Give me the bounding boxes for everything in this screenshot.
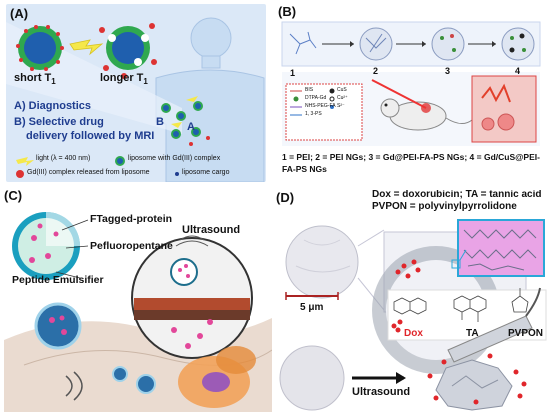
legend-s: S²⁻: [337, 103, 345, 109]
short-t1-label: short T1: [14, 72, 56, 87]
molecular-zoom-box: [457, 219, 545, 277]
marker-b: B: [156, 116, 164, 128]
emulsion-droplet: [12, 212, 80, 280]
longer-t1-label: longer T1: [100, 72, 148, 87]
step-number-2: 2: [373, 66, 379, 76]
panel-a-graphics: [6, 17, 265, 182]
panel-d: (D) Dox = doxorubicin; TA = tannic acid …: [276, 190, 548, 412]
panel-d-label: (D): [276, 190, 295, 205]
ftagged-protein-label: FTagged-protein: [90, 213, 173, 225]
ta-structure: [453, 295, 487, 322]
legend-liposome-text: liposome with Gd(III) complex: [128, 155, 221, 162]
panel-d-graphics: [279, 219, 547, 411]
intact-capsule: [279, 345, 345, 411]
ultrasound-label-d: Ultrasound: [352, 386, 411, 398]
panel-a-label: (A): [10, 6, 29, 21]
dox-label: Dox: [404, 328, 423, 339]
ta-label: TA: [466, 328, 479, 339]
legend-box: [285, 83, 363, 141]
legend-light-icon: [16, 157, 34, 166]
tumor-zoom: [471, 75, 537, 143]
panel-b-graphics: [281, 21, 541, 146]
human-body-silhouette: [155, 17, 265, 182]
mouse-illustration: [380, 98, 473, 131]
selective-drug-text-2: delivery followed by MRI: [26, 130, 155, 142]
legend-cargo-icon: [175, 172, 179, 176]
gd-nanogel: [431, 27, 465, 61]
step-number-3: 3: [445, 66, 451, 76]
scale-bar-label: 5 μm: [300, 302, 324, 313]
legend-bis: BIS: [305, 87, 314, 93]
panel-a: (A) short T1 longer T1 A) Diagnostics B)…: [6, 4, 266, 182]
pefluoropentane-label: Pefluoropentane: [90, 240, 173, 252]
panel-b-caption-1: 1 = PEI; 2 = PEI NGs; 3 = Gd@PEI-FA-PS N…: [282, 152, 540, 162]
dox-molecules-icon: [391, 319, 403, 333]
laser-beam: [371, 79, 427, 109]
pei-nanogel: [359, 27, 393, 61]
dox-ta-definition: Dox = doxorubicin; TA = tannic acid: [372, 190, 542, 200]
body-liposomes: [161, 96, 210, 146]
pvpon-definition: PVPON = polyvinylpyrrolidone: [372, 201, 517, 212]
legend-released-icon: [16, 170, 24, 178]
pvpon-structure: [511, 288, 529, 313]
ultrasound-label-c: Ultrasound: [182, 224, 241, 236]
peptide-emulsifier-label: Peptide Emulsifier: [12, 274, 104, 286]
legend-symbols: [290, 88, 335, 116]
panel-b-caption-2: FA-PS NGs: [282, 164, 327, 174]
step-number-4: 4: [515, 66, 521, 76]
gd-cus-nanogel: [501, 27, 535, 61]
legend-cu: Cu²⁺: [337, 95, 348, 101]
pvpon-label: PVPON: [508, 328, 544, 339]
ultrasound-waves-icon: [65, 371, 83, 401]
light-bolt-icon: [69, 39, 104, 56]
tissue-droplets: [34, 302, 156, 394]
liposome-longer-t1: [99, 23, 157, 79]
pei-polymer: [289, 31, 317, 55]
liposome-short-t1: [16, 25, 64, 71]
legend-ps: 1, 3-PS: [305, 111, 322, 117]
legend-nhs-peg-fa: NHS-PEG-FA: [305, 103, 336, 109]
panel-c-graphics: [4, 212, 272, 412]
panel-c: (C) FTagged-protein Pefluoropentane Pept…: [4, 190, 272, 412]
panel-c-label: (C): [4, 190, 23, 203]
ruptured-capsule: [427, 353, 527, 411]
marker-a: A: [187, 121, 195, 133]
droplet-leader-lines: [55, 219, 89, 279]
legend-cus: CuS: [337, 87, 347, 93]
zoom-source-box: [451, 259, 461, 269]
diagnostics-text: A) Diagnostics: [14, 100, 92, 112]
panel-b: (B) 1 2 3 4 BIS DTPA-Gd NHS-PEG-FA 1, 3-…: [276, 4, 546, 182]
microcapsule-image: [285, 225, 359, 299]
ultrasound-probe: [447, 287, 541, 363]
legend-released-text: Gd(III) complex released from liposome: [27, 169, 150, 176]
legend-dtpa-gd: DTPA-Gd: [305, 95, 327, 101]
ultrasound-zoom: [131, 235, 253, 359]
step-number-1: 1: [290, 68, 296, 78]
target-cells: [178, 346, 256, 408]
legend-light-text: light (λ = 400 nm): [36, 155, 91, 162]
legend-cargo-text: liposome cargo: [182, 169, 230, 176]
panel-b-label: (B): [278, 4, 297, 19]
dox-structure: [393, 297, 427, 315]
selective-drug-text-1: B) Selective drug: [14, 116, 104, 128]
